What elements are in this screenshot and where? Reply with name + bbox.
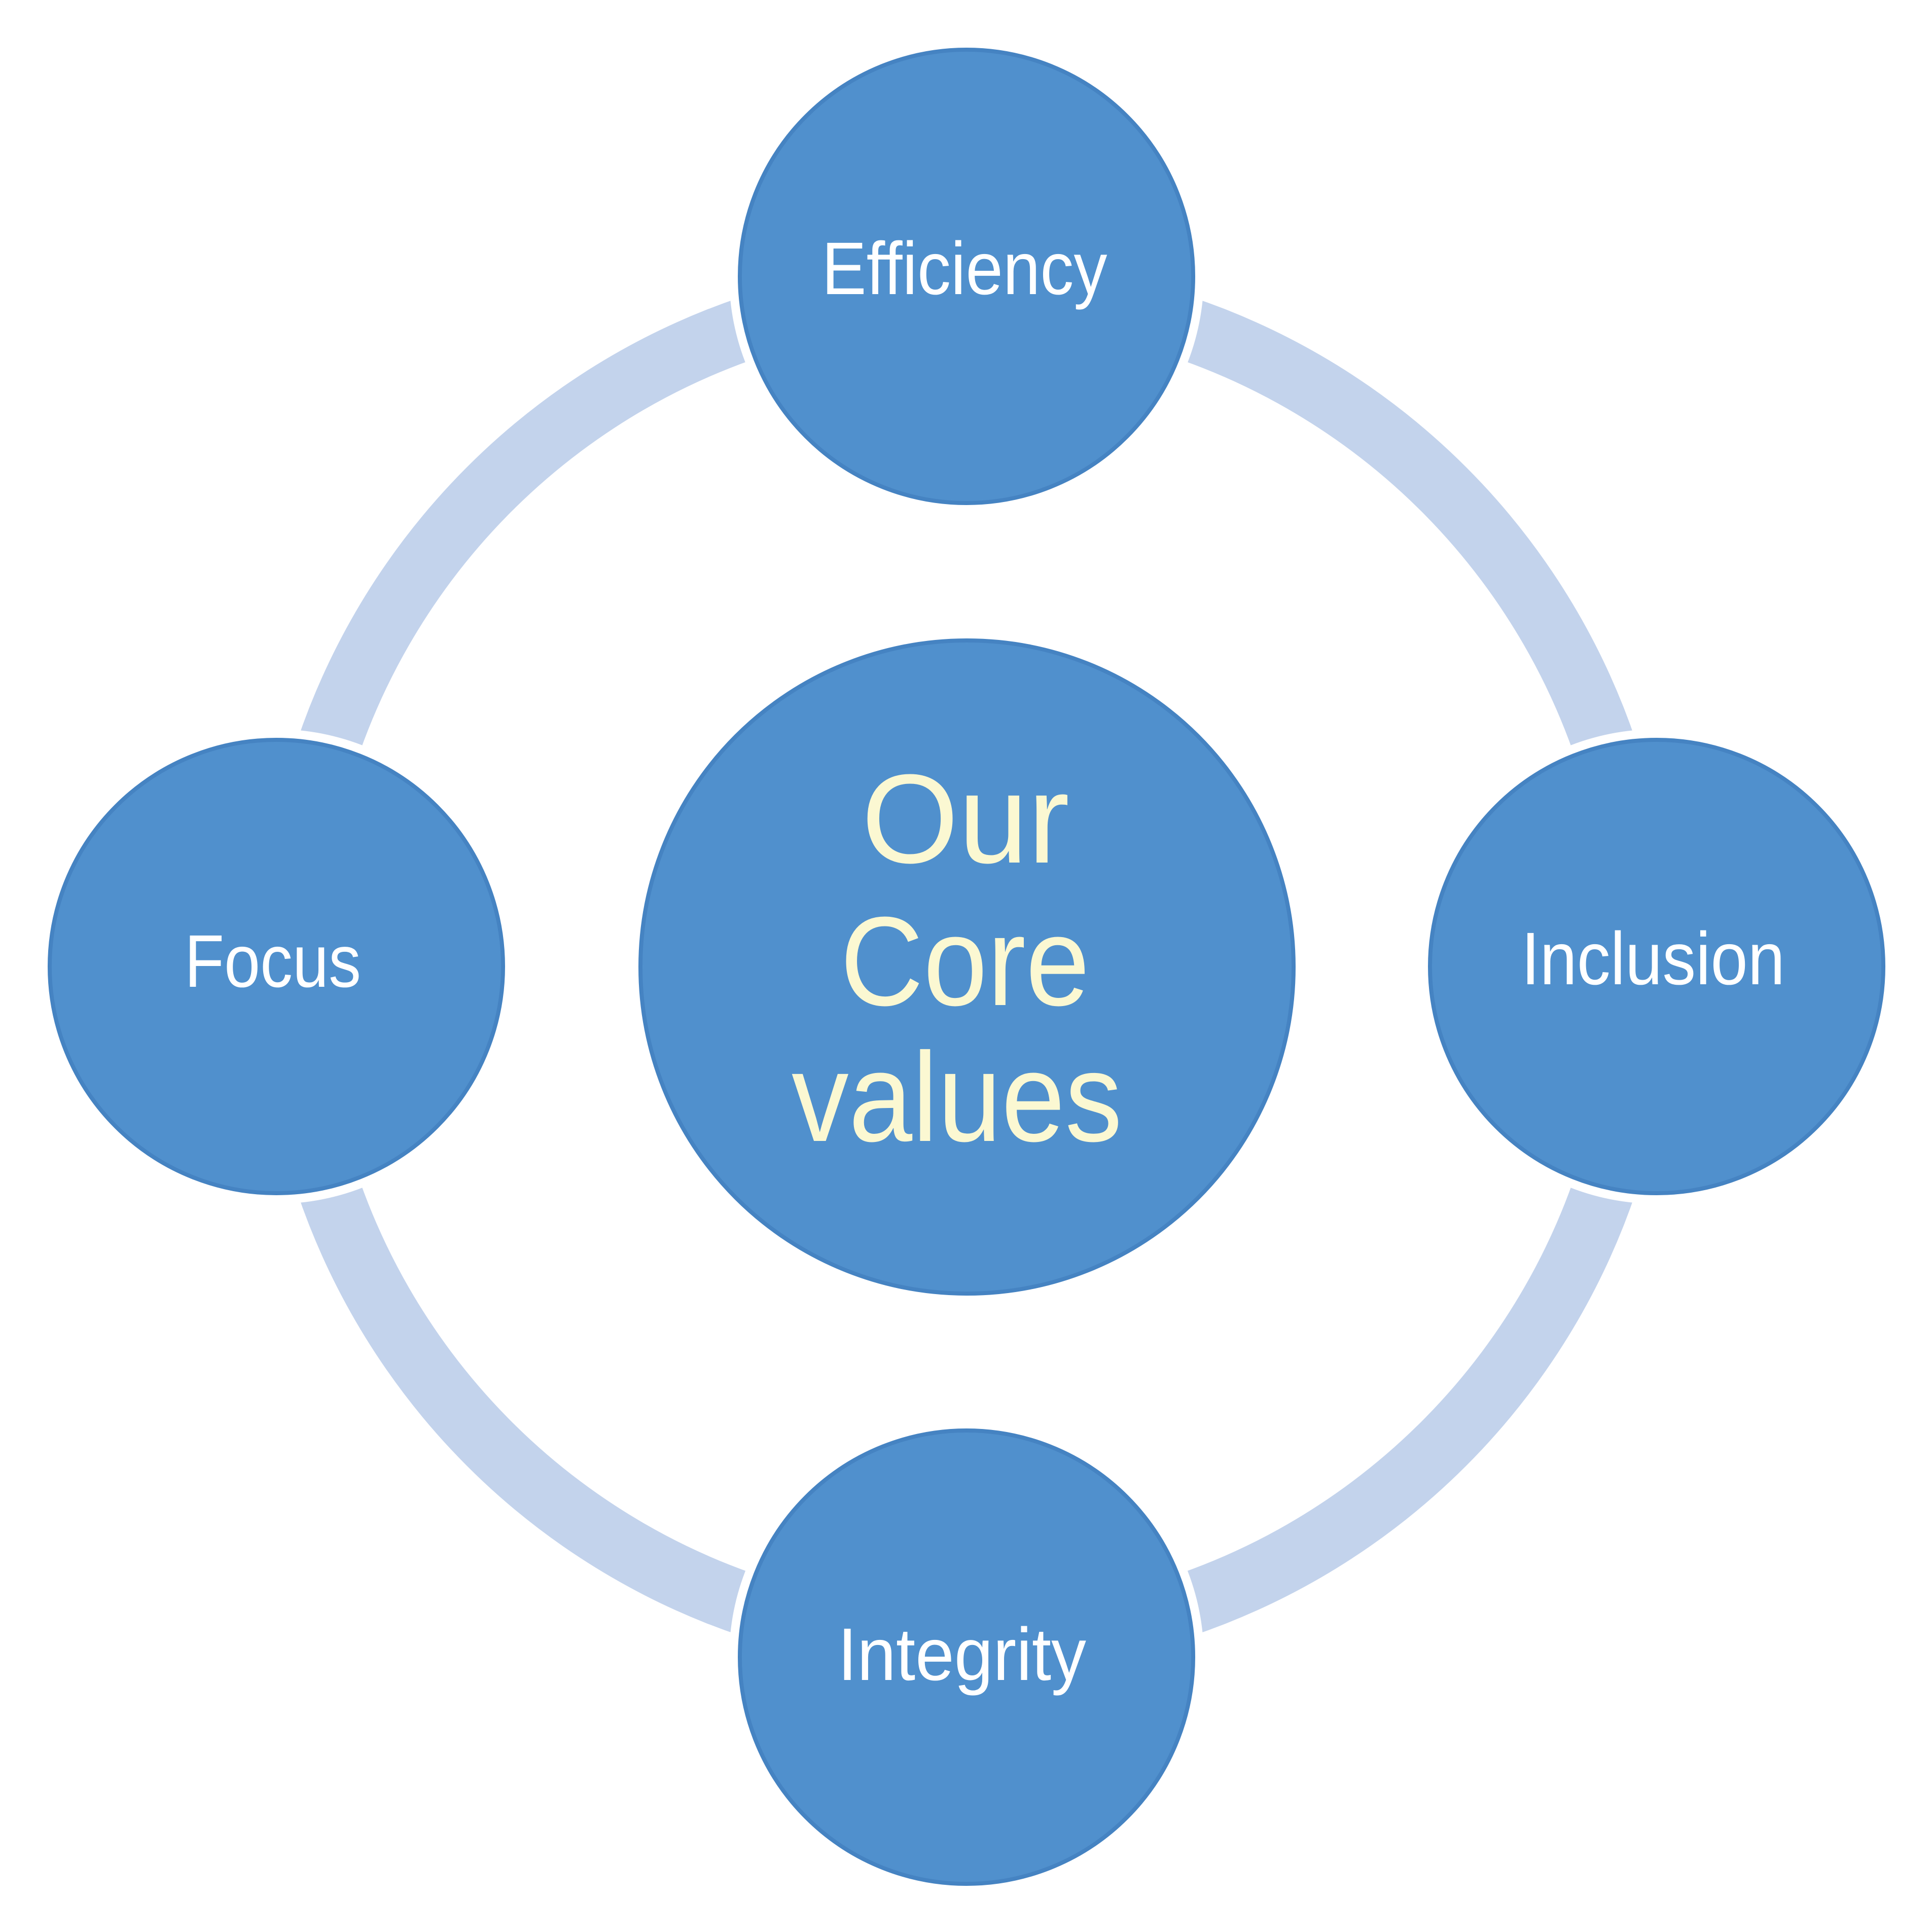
svg-text:Inclusion: Inclusion [1521, 917, 1785, 1000]
svg-text:Core: Core [840, 890, 1090, 1032]
svg-text:Focus: Focus [185, 920, 361, 1003]
svg-text:values: values [792, 1026, 1122, 1168]
svg-text:Our: Our [862, 748, 1069, 889]
svg-text:Efficiency: Efficiency [822, 227, 1107, 310]
svg-text:Integrity: Integrity [838, 1613, 1086, 1696]
